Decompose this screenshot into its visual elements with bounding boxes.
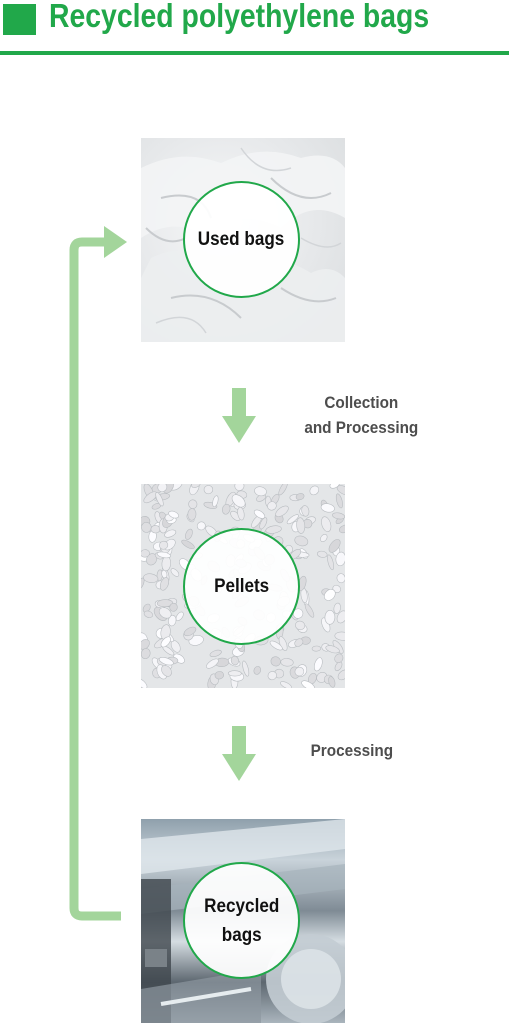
processing-label: Processing bbox=[311, 738, 393, 763]
used-bags-label: Used bags bbox=[198, 229, 285, 250]
title-underline bbox=[0, 51, 509, 55]
used-bags-circle: Used bags bbox=[183, 181, 300, 298]
down-arrow-icon bbox=[222, 726, 256, 781]
used-bags-photo: Used bags bbox=[141, 138, 345, 342]
recycled-bags-label: Recycled bags bbox=[203, 895, 280, 946]
step-label-line: Processing bbox=[310, 741, 394, 760]
title-bar: Recycled polyethylene bags bbox=[0, 0, 509, 56]
recycled-bags-circle: Recycled bags bbox=[183, 862, 300, 979]
collection-processing-label: Collection and Processing bbox=[304, 390, 418, 440]
down-arrow-icon bbox=[222, 388, 256, 443]
step-label-line: and Processing bbox=[304, 418, 419, 437]
pellets-photo: Pellets bbox=[141, 484, 345, 688]
page-title: Recycled polyethylene bags bbox=[49, 0, 430, 34]
pellets-circle: Pellets bbox=[183, 528, 300, 645]
step-label-line: Collection bbox=[324, 393, 399, 412]
title-square-marker bbox=[3, 4, 36, 35]
pellets-label: Pellets bbox=[213, 576, 270, 597]
recycled-bags-photo: Recycled bags bbox=[141, 819, 345, 1023]
